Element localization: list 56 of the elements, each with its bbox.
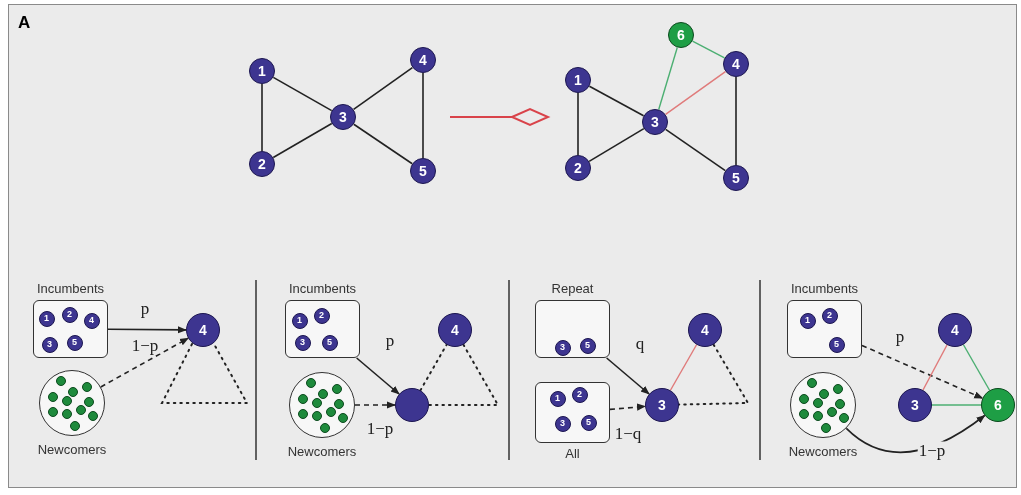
group-heading: Incumbents [287,281,358,297]
connector-line [428,343,500,406]
connector-line [658,46,678,111]
arrow [609,403,646,411]
connector-line [577,92,579,156]
connector-line [678,343,750,406]
connector-line [691,40,726,59]
connector-line [664,70,727,116]
arrow [861,344,984,399]
arrow [605,357,650,395]
node-circle: 2 [821,307,838,324]
connector-line [419,343,448,392]
connector-line [664,128,727,172]
group-heading: Repeat [550,281,595,297]
group-heading: Newcomers [787,444,859,460]
group-heading: Incumbents [35,281,106,297]
node-circle: 2 [61,306,78,323]
connector-line [261,83,263,152]
node-circle: 3 [554,415,571,432]
group-heading: Newcomers [36,442,108,458]
connector-line [588,85,645,117]
connector-line [735,76,737,166]
node-circle: 1 [38,310,55,327]
node-circle: 3 [294,334,311,351]
group-heading: All [564,446,581,462]
node-circle: 4 [83,312,100,329]
node-circle: 3 [554,339,571,356]
node-circle: 5 [828,336,845,353]
node-circle: 5 [321,334,338,351]
node-circle: 2 [313,307,330,324]
node-circle: 2 [571,386,588,403]
node-circle: 5 [66,334,83,351]
node-circle: 3 [41,336,58,353]
connector-line [588,127,645,163]
connector-line [352,123,414,165]
edge-label: 1−p [917,441,947,459]
panel-letter: A [18,14,31,32]
connector-line [669,344,698,391]
connector-line [962,344,991,391]
node-circle: 1 [799,312,816,329]
node-circle: 5 [579,337,596,354]
connector-line [272,76,333,112]
connector-line [931,404,982,406]
connector-line [422,72,424,159]
arrow [107,326,187,334]
node-circle: 1 [549,390,566,407]
connector-line [272,122,333,159]
arrow [100,337,189,388]
connector-line [922,344,948,391]
group-heading: Newcomers [286,444,358,460]
arrow [354,401,396,409]
group-heading: Incumbents [789,281,860,297]
node-circle: 5 [580,414,597,431]
connector-line [352,66,414,111]
node-circle: 1 [291,312,308,329]
arrow [355,357,400,395]
